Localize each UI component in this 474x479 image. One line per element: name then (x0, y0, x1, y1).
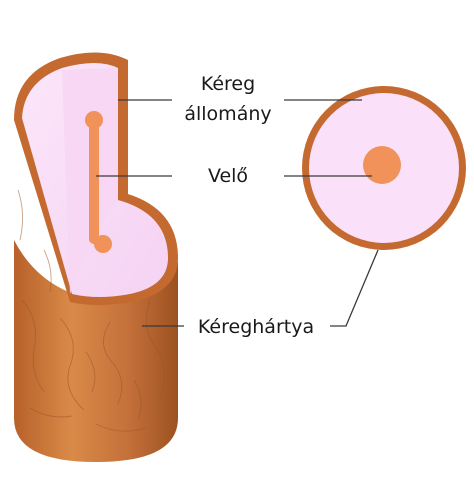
cross-section-pith (363, 146, 401, 184)
label-cortex-line2: állomány (184, 103, 271, 125)
bark-texture (17, 189, 165, 432)
circular-cross-section (302, 86, 466, 250)
pith-strand (85, 111, 112, 253)
label-bark: Kéreghártya (198, 316, 314, 338)
leader-lines (96, 99, 379, 327)
leader-bark-right (330, 249, 379, 327)
label-cortex-line1: Kéreg (201, 73, 255, 95)
cylinder-bark-body (14, 120, 178, 462)
label-pith: Velő (208, 165, 248, 187)
cylinder-model (14, 52, 178, 462)
